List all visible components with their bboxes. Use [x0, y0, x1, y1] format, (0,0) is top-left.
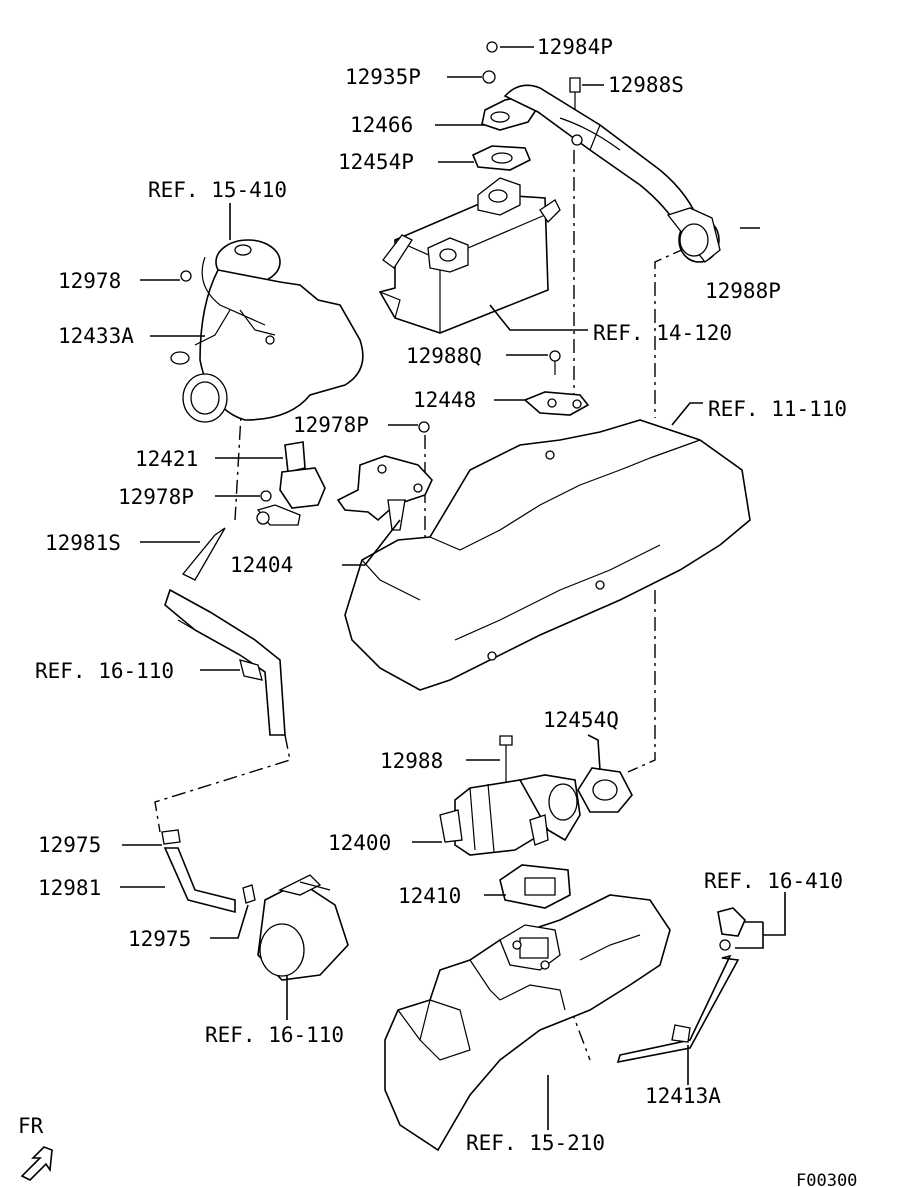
label-12978P-lower: 12978P: [118, 485, 194, 509]
label-12988S: 12988S: [608, 73, 684, 97]
label-12935P: 12935P: [345, 65, 421, 89]
label-12421: 12421: [135, 447, 198, 471]
label-12410: 12410: [398, 884, 461, 908]
label-fr: FR: [18, 1114, 44, 1138]
label-12975-lower: 12975: [128, 927, 191, 951]
bracket-12404: [336, 421, 433, 531]
label-ref-15-410: REF. 15-410: [148, 178, 287, 202]
label-12454Q: 12454Q: [543, 708, 619, 732]
egr-valve-12400: [439, 735, 581, 856]
label-12988: 12988: [380, 749, 443, 773]
label-12448: 12448: [413, 388, 476, 412]
front-direction-arrow: [20, 1146, 53, 1181]
label-12413A: 12413A: [645, 1084, 721, 1108]
leader-lines: [120, 46, 786, 1130]
label-12400: 12400: [328, 831, 391, 855]
vacuum-pump: [257, 874, 349, 981]
label-12404: 12404: [230, 553, 293, 577]
label-12433A: 12433A: [58, 324, 134, 348]
label-12988P: 12988P: [705, 279, 781, 303]
label-12981S: 12981S: [45, 531, 121, 555]
cylinder-head-cover: [344, 419, 751, 691]
label-12981: 12981: [38, 876, 101, 900]
label-12975-upper: 12975: [38, 833, 101, 857]
intake-manifold: [384, 894, 671, 1152]
pressure-sensor-12413A: [616, 907, 746, 1064]
callout-labels: 12984P 12935P 12988S 12466 12454P REF. 1…: [18, 35, 857, 1187]
label-12454P: 12454P: [338, 150, 414, 174]
label-12978: 12978: [58, 269, 121, 293]
egr-pipe-12466: [481, 41, 721, 263]
solenoid-valve-12421: [256, 441, 326, 526]
bracket-12448: [523, 350, 590, 416]
label-12466: 12466: [350, 113, 413, 137]
figure-code: F00300: [796, 1171, 857, 1187]
label-ref-15-210: REF. 15-210: [466, 1131, 605, 1155]
label-12984P: 12984P: [537, 35, 613, 59]
vacuum-hoses: [161, 527, 286, 914]
vacuum-actuator: [170, 239, 364, 423]
gasket-12454P: [471, 145, 532, 171]
gasket-12410: [499, 864, 571, 909]
egr-cooler: [378, 177, 561, 334]
label-ref-14-120: REF. 14-120: [593, 321, 732, 345]
label-ref-11-110: REF. 11-110: [708, 397, 847, 421]
label-ref-16-110-upper: REF. 16-110: [35, 659, 174, 683]
gasket-12454Q: [577, 767, 633, 813]
label-ref-16-110-lower: REF. 16-110: [205, 1023, 344, 1047]
label-12988Q: 12988Q: [406, 344, 482, 368]
label-12978P-upper: 12978P: [293, 413, 369, 437]
label-ref-16-410: REF. 16-410: [704, 869, 843, 893]
